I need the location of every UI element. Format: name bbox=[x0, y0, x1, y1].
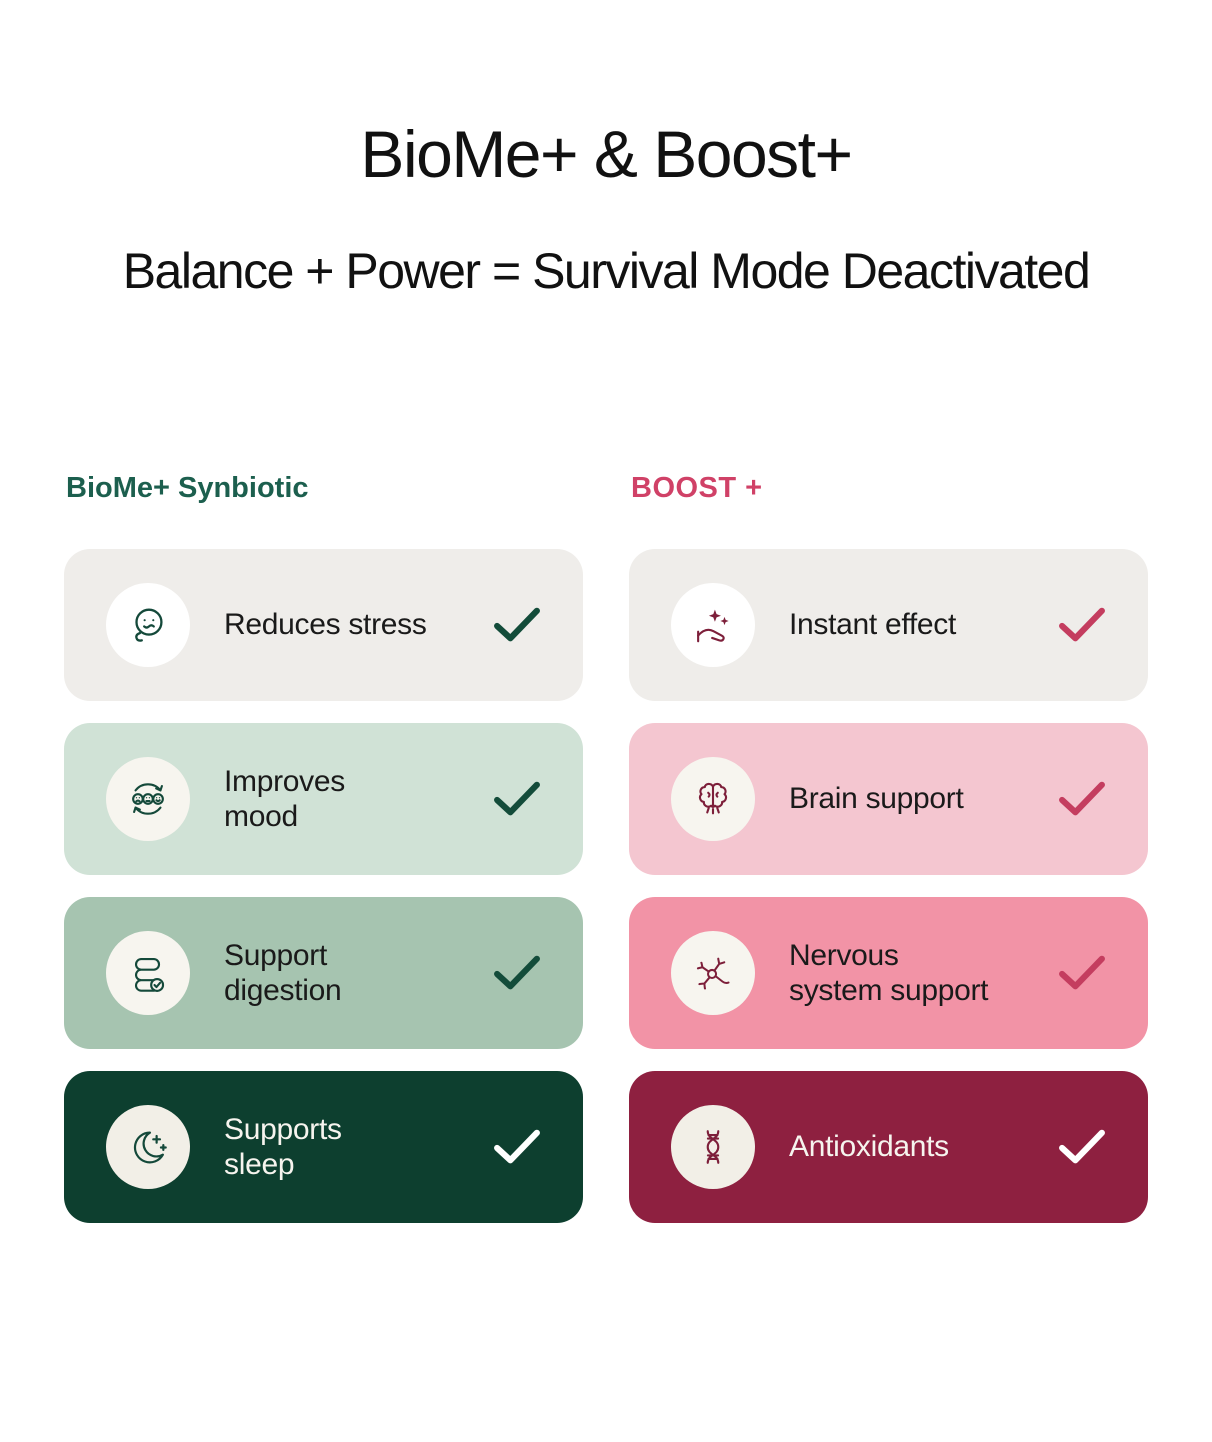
stress-relief-face-icon bbox=[135, 608, 163, 642]
moon-sparkles-icon bbox=[133, 1131, 167, 1164]
comparison-columns: BioMe+ Synbiotic Reduces stress bbox=[0, 472, 1212, 1245]
icon-circle bbox=[106, 583, 190, 667]
dna-helix-icon bbox=[706, 1130, 720, 1164]
column-biome-synbiotic: BioMe+ Synbiotic Reduces stress bbox=[64, 472, 583, 1245]
benefit-label: Brain support bbox=[789, 782, 964, 816]
column-heading-boost: BOOST + bbox=[631, 472, 763, 504]
benefit-card-improves-mood: Improves mood bbox=[64, 723, 583, 875]
benefit-card-supports-sleep: Supports sleep bbox=[64, 1071, 583, 1223]
neuron-icon bbox=[696, 957, 730, 990]
benefit-label: Supports sleep bbox=[224, 1112, 342, 1181]
checkmark-icon bbox=[493, 955, 541, 991]
benefit-card-support-digestion: Support digestion bbox=[64, 897, 583, 1049]
page-subtitle: Balance + Power = Survival Mode Deactiva… bbox=[122, 243, 1091, 299]
icon-circle bbox=[671, 757, 755, 841]
benefit-card-antioxidants: Antioxidants bbox=[629, 1071, 1148, 1223]
page-title: BioMe+ & Boost+ bbox=[360, 117, 853, 191]
icon-circle bbox=[671, 583, 755, 667]
benefit-label: Instant effect bbox=[789, 608, 957, 642]
icon-circle bbox=[106, 931, 190, 1015]
icon-circle bbox=[106, 757, 190, 841]
checkmark-icon bbox=[1058, 607, 1106, 643]
benefit-label: Reduces stress bbox=[224, 608, 427, 642]
checkmark-icon bbox=[493, 781, 541, 817]
benefit-card-nervous-system: Nervous system support bbox=[629, 897, 1148, 1049]
benefit-label: Nervous system support bbox=[789, 938, 989, 1007]
checkmark-icon bbox=[493, 1129, 541, 1165]
column-heading-biome: BioMe+ Synbiotic bbox=[66, 472, 309, 504]
benefit-card-instant-effect: Instant effect bbox=[629, 549, 1148, 701]
checkmark-icon bbox=[1058, 955, 1106, 991]
icon-circle bbox=[671, 1105, 755, 1189]
benefit-card-reduces-stress: Reduces stress bbox=[64, 549, 583, 701]
benefit-label: Support digestion bbox=[224, 938, 342, 1007]
mood-faces-cycle-icon bbox=[132, 783, 164, 815]
checkmark-icon bbox=[1058, 1129, 1106, 1165]
intestine-icon bbox=[135, 958, 165, 992]
icon-circle bbox=[671, 931, 755, 1015]
checkmark-icon bbox=[1058, 781, 1106, 817]
hand-sparkles-icon bbox=[697, 609, 729, 643]
brain-icon bbox=[698, 782, 728, 815]
benefit-card-brain-support: Brain support bbox=[629, 723, 1148, 875]
benefit-label: Improves mood bbox=[224, 764, 345, 833]
checkmark-icon bbox=[493, 607, 541, 643]
icon-circle bbox=[106, 1105, 190, 1189]
column-boost: BOOST + Instant effect bbox=[629, 472, 1148, 1245]
page: BioMe+ & Boost+ Balance + Power = Surviv… bbox=[0, 116, 1212, 1245]
benefit-label: Antioxidants bbox=[789, 1130, 949, 1164]
